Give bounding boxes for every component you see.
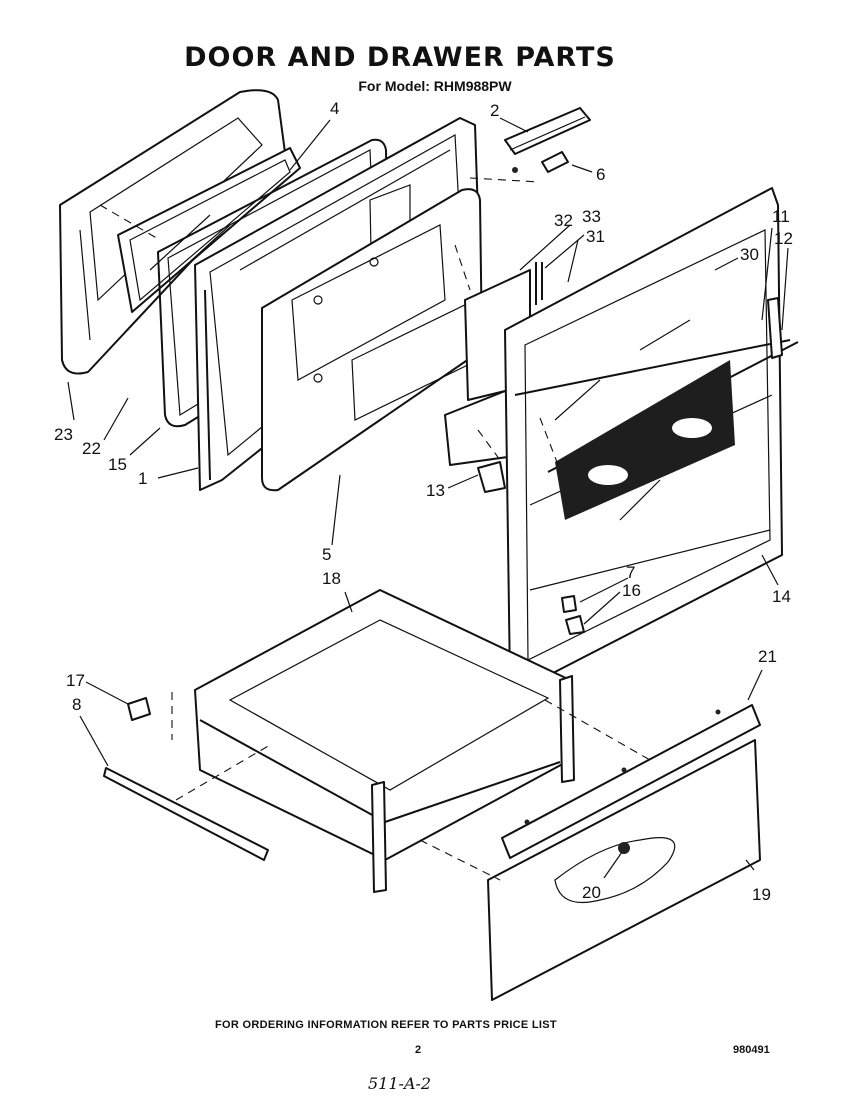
callout-14: 14	[772, 587, 791, 606]
handwritten-note: 511-A-2	[368, 1074, 432, 1093]
callout-18: 18	[322, 569, 341, 588]
callout-33: 33	[582, 207, 601, 226]
page-number: 2	[415, 1044, 422, 1056]
drawer-front-trim	[501, 704, 761, 859]
outer-door-assembly	[504, 187, 799, 691]
window-pack	[117, 147, 301, 313]
ordering-note: FOR ORDERING INFORMATION REFER TO PARTS …	[215, 1019, 557, 1031]
callout-19: 19	[752, 885, 771, 904]
callout-21: 21	[758, 647, 777, 666]
callout-23: 23	[54, 425, 73, 444]
drawer-front-panel	[487, 739, 761, 1001]
callout-31: 31	[586, 227, 605, 246]
pad	[512, 151, 569, 173]
callout-6: 6	[596, 165, 605, 184]
storage-drawer	[194, 589, 575, 893]
drawer-glide-clip	[127, 697, 151, 721]
callout-32: 32	[554, 211, 573, 230]
callout-4: 4	[330, 99, 339, 118]
drawer-rail	[103, 767, 269, 861]
callout-8: 8	[72, 695, 81, 714]
callout-20: 20	[582, 883, 601, 902]
callout-16: 16	[622, 581, 641, 600]
callout-11: 11	[772, 207, 790, 226]
callout-13: 13	[426, 481, 445, 500]
callout-17: 17	[66, 671, 85, 690]
alignment-lines	[99, 177, 651, 881]
callout-22: 22	[82, 439, 101, 458]
callout-2: 2	[490, 101, 499, 120]
callout-12: 12	[774, 229, 793, 248]
callout-labels: 4 2 6 32 33 31 11 12 30 23 22 15 1 13 5 …	[54, 99, 793, 904]
callout-1: 1	[138, 469, 147, 488]
callout-30: 30	[740, 245, 759, 264]
callout-7: 7	[626, 563, 635, 582]
page-title: DOOR AND DRAWER PARTS	[184, 42, 616, 73]
leader-lines	[67, 117, 789, 879]
latch-hardware	[561, 595, 585, 635]
callout-15: 15	[108, 455, 127, 474]
door-top-trim	[504, 107, 591, 155]
callout-5: 5	[322, 545, 331, 564]
model-subtitle: For Model: RHM988PW	[358, 78, 512, 94]
document-number: 980491	[733, 1044, 770, 1056]
door-hinge	[477, 461, 506, 493]
door-spring-bracket	[535, 262, 543, 305]
